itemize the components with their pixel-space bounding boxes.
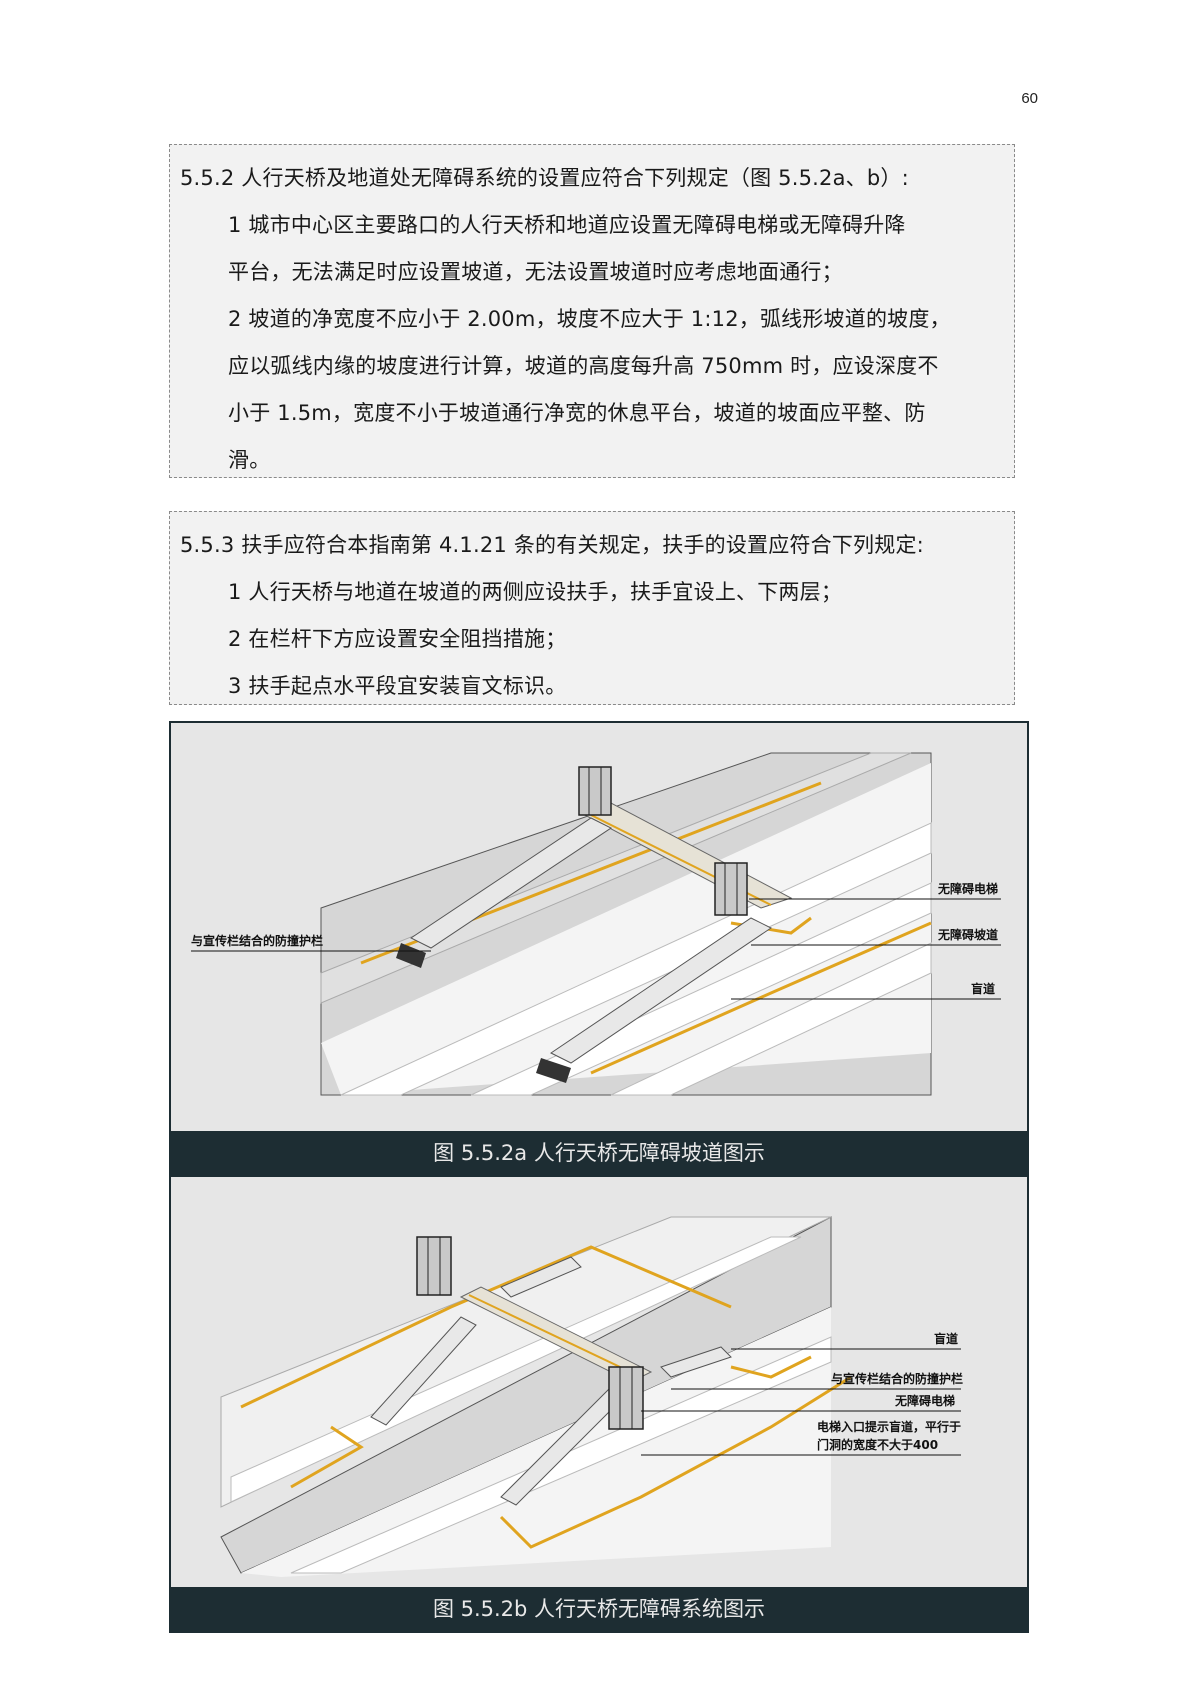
clause-line: 滑。 — [228, 448, 271, 472]
clause-line: 应以弧线内缘的坡度进行计算，坡道的高度每升高 750mm 时，应设深度不 — [228, 354, 939, 378]
clause-line: 3 扶手起点水平段宜安装盲文标识。 — [228, 674, 567, 698]
elevator-shaft — [578, 766, 612, 816]
clause-heading: 5.5.2 人行天桥及地道处无障碍系统的设置应符合下列规定（图 5.5.2a、b… — [180, 166, 909, 190]
clause-5-5-2-box: 5.5.2 人行天桥及地道处无障碍系统的设置应符合下列规定（图 5.5.2a、b… — [169, 144, 1015, 478]
label-entrance-2: 门洞的宽度不大于400 — [817, 1437, 938, 1452]
clause-line: 1 人行天桥与地道在坡道的两侧应设扶手，扶手宜设上、下两层； — [228, 580, 843, 604]
label-barrier: 与宣传栏结合的防撞护栏 — [191, 933, 323, 948]
page-number: 60 — [1021, 90, 1038, 107]
label-elevator: 无障碍电梯 — [894, 1393, 955, 1408]
stair — [660, 1346, 732, 1378]
stair — [500, 1256, 582, 1298]
label-barrier: 与宣传栏结合的防撞护栏 — [831, 1371, 963, 1386]
bridge-tactile — [468, 1294, 642, 1378]
label-ramp: 无障碍坡道 — [937, 927, 998, 942]
ramp-base — [536, 1058, 571, 1083]
figure-b-drawing: 盲道 与宣传栏结合的防撞护栏 无障碍电梯 电梯入口提示盲道，平行于 门洞的宽度不… — [220, 1216, 963, 1577]
figure-5-5-2a: 与宣传栏结合的防撞护栏 无障碍电梯 无障碍坡道 盲道 图 5.5.2a 人行天桥… — [169, 721, 1029, 1177]
label-elevator: 无障碍电梯 — [937, 881, 998, 896]
lane-stripe — [610, 942, 932, 1096]
tactile-paving — [590, 921, 932, 1075]
clause-heading: 5.5.3 扶手应符合本指南第 4.1.21 条的有关规定，扶手的设置应符合下列… — [180, 533, 924, 557]
tactile-paving — [240, 1245, 732, 1409]
clause-line: 平台，无法满足时应设置坡道，无法设置坡道时应考虑地面通行； — [228, 260, 843, 284]
label-tactile: 盲道 — [934, 1331, 958, 1346]
clause-line: 2 坡道的净宽度不应小于 2.00m，坡度不应大于 1:12，弧线形坡道的坡度， — [228, 307, 951, 331]
ramp-lower — [550, 917, 772, 1064]
label-tactile: 盲道 — [971, 981, 995, 996]
clause-line: 2 在栏杆下方应设置安全阻挡措施； — [228, 627, 567, 651]
stair — [370, 1316, 477, 1426]
clause-line: 小于 1.5m，宽度不小于坡道通行净宽的休息平台，坡道的坡面应平整、防 — [228, 401, 926, 425]
elevator-shaft — [416, 1236, 452, 1296]
clause-5-5-3-box: 5.5.3 扶手应符合本指南第 4.1.21 条的有关规定，扶手的设置应符合下列… — [169, 511, 1015, 705]
tactile-paving — [290, 1425, 364, 1489]
sidewalk-edge — [320, 752, 912, 1004]
figure-a-drawing: 与宣传栏结合的防撞护栏 无障碍电梯 无障碍坡道 盲道 — [191, 752, 1001, 1096]
lane-stripe — [230, 1236, 802, 1503]
figure-caption: 图 5.5.2a 人行天桥无障碍坡道图示 — [171, 1131, 1027, 1175]
elevator-shaft — [608, 1366, 644, 1430]
clause-line: 1 城市中心区主要路口的人行天桥和地道应设置无障碍电梯或无障碍升降 — [228, 213, 906, 237]
tactile-paving — [499, 1375, 852, 1549]
road-surface — [321, 763, 931, 1095]
ramp-upper — [410, 817, 612, 949]
ramp-base — [396, 943, 426, 968]
figure-caption: 图 5.5.2b 人行天桥无障碍系统图示 — [171, 1587, 1027, 1631]
road-surface — [241, 1307, 831, 1577]
figure-5-5-2b: 盲道 与宣传栏结合的防撞护栏 无障碍电梯 电梯入口提示盲道，平行于 门洞的宽度不… — [169, 1177, 1029, 1633]
elevator-shaft — [714, 862, 748, 916]
label-entrance-1: 电梯入口提示盲道，平行于 — [817, 1419, 961, 1434]
tactile-paving — [730, 1355, 812, 1379]
